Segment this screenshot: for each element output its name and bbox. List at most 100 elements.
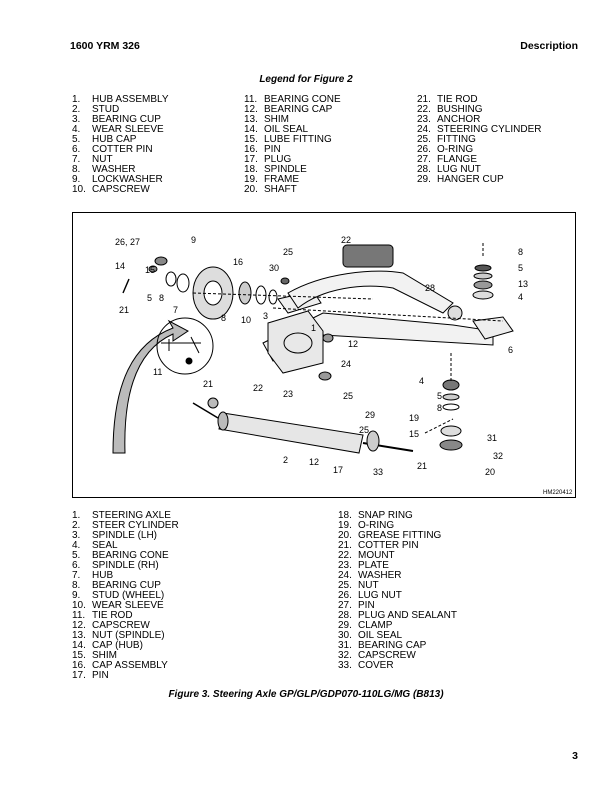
page-number: 3 [572, 750, 578, 762]
legend-item-label: HUB [92, 570, 114, 581]
legend-item-label: BEARING CAP [358, 640, 427, 651]
legend-item-number: 20. [338, 530, 352, 541]
legend-item: 23.PLATE [338, 561, 457, 571]
callout-label: 11 [153, 367, 162, 377]
legend-item-label: SPINDLE (LH) [92, 530, 158, 541]
callout-label: 17 [333, 465, 343, 475]
legend-item: 4.WEAR SLEEVE [72, 125, 169, 135]
legend-item: 20.GREASE FITTING [338, 531, 457, 541]
legend-item-label: CAPSCREW [92, 620, 150, 631]
legend-item: 8.WASHER [72, 165, 169, 175]
legend-item-label: BEARING CONE [92, 550, 169, 561]
legend-item-number: 15. [72, 650, 86, 661]
legend-item: 16.PIN [244, 145, 341, 155]
legend-item: 9.LOCKWASHER [72, 175, 169, 185]
callout-label: 20 [485, 467, 495, 477]
legend-item-number: 21. [338, 540, 352, 551]
legend-item: 21.COTTER PIN [338, 541, 457, 551]
legend-item: 8.BEARING CUP [72, 581, 179, 591]
legend-item-number: 25. [417, 134, 431, 145]
callout-label: 16 [233, 257, 243, 267]
callout-label: 26, 27 [115, 237, 140, 247]
legend-item-number: 24. [417, 124, 431, 135]
legend-item-number: 28. [338, 610, 352, 621]
legend-item: 7.NUT [72, 155, 169, 165]
legend-item: 28.LUG NUT [417, 165, 541, 175]
legend-item-label: NUT [92, 154, 113, 165]
legend-item-number: 26. [338, 590, 352, 601]
legend-item-label: STEERING CYLINDER [437, 124, 542, 135]
legend-item: 14. CAP (HUB) [72, 641, 179, 651]
legend-item-number: 13. [244, 114, 258, 125]
callout-label: 13 [518, 279, 528, 289]
callout-label: 4 [419, 376, 424, 386]
legend-item-number: 20. [244, 184, 258, 195]
legend-item-number: 5. [72, 134, 81, 145]
legend-item-number: 24. [338, 570, 352, 581]
legend-item: 5.HUB CAP [72, 135, 169, 145]
callout-label: 6 [508, 345, 513, 355]
legend-item-label: CAP ASSEMBLY [92, 660, 168, 671]
legend-item-number: 16. [244, 144, 258, 155]
legend-item-number: 2. [72, 104, 81, 115]
legend-item: 1.STEERING AXLE [72, 511, 179, 521]
callout-label: 10 [241, 315, 251, 325]
legend-item-label: CAP (HUB) [92, 640, 143, 651]
legend-item-label: CAPSCREW [358, 650, 416, 661]
legend-item-label: STEERING AXLE [92, 510, 171, 521]
legend-item-number: 16. [72, 660, 86, 671]
legend-item-label: NUT [358, 580, 379, 591]
legend-item-label: OIL SEAL [264, 124, 309, 135]
legend-item-number: 14. [72, 640, 86, 651]
legend-item-number: 6. [72, 144, 81, 155]
legend-item-number: 1. [72, 94, 81, 105]
legend-item: 13. SHIM [244, 115, 341, 125]
legend-item-number: 30. [338, 630, 352, 641]
legend-item-label: LUG NUT [358, 590, 402, 601]
legend-item-label: NUT (SPINDLE) [92, 630, 165, 641]
legend-item-number: 25. [338, 580, 352, 591]
legend-item-label: SNAP RING [358, 510, 413, 521]
legend-item: 27.FLANGE [417, 155, 541, 165]
callout-label: 5 [437, 391, 442, 401]
legend-item: 10.WEAR SLEEVE [72, 601, 179, 611]
callout-label: 25 [359, 425, 369, 435]
legend-item-number: 22. [338, 550, 352, 561]
legend-item: 29.CLAMP [338, 621, 457, 631]
legend-item: 31.BEARING CAP [338, 641, 457, 651]
legend-item: 4.SEAL [72, 541, 179, 551]
legend-item-label: SHIM [264, 114, 289, 125]
legend-item: 27.PIN [338, 601, 457, 611]
legend-item-number: 11. [244, 94, 258, 105]
legend-item: 22.BUSHING [417, 105, 541, 115]
legend-item: 3.SPINDLE (LH) [72, 531, 179, 541]
callout-label: 15 [409, 429, 419, 439]
legend-item-label: LOCKWASHER [92, 174, 163, 185]
legend-item: 17.PLUG [244, 155, 341, 165]
legend-item-number: 10. [72, 184, 86, 195]
callout-label: 24 [341, 359, 351, 369]
legend-item-label: BUSHING [437, 104, 483, 115]
legend-item-number: 4. [72, 540, 81, 551]
legend-item: 9.STUD (WHEEL) [72, 591, 179, 601]
legend-item-label: OIL SEAL [358, 630, 403, 641]
legend-item: 15.LUBE FITTING [244, 135, 341, 145]
legend-item-label: WASHER [92, 164, 136, 175]
legend-item-label: TIE ROD [437, 94, 478, 105]
callout-label: 4 [518, 292, 523, 302]
legend-item-label: FLANGE [437, 154, 478, 165]
callout-label: 2 [283, 455, 288, 465]
legend-item-label: WEAR SLEEVE [92, 124, 164, 135]
legend-item-number: 21. [417, 94, 431, 105]
legend-item: 29.HANGER CUP [417, 175, 541, 185]
legend-item-number: 18. [244, 164, 258, 175]
legend-item-label: BEARING CUP [92, 580, 161, 591]
image-code: HM220412 [543, 490, 573, 496]
legend-item-label: SPINDLE (RH) [92, 560, 159, 571]
